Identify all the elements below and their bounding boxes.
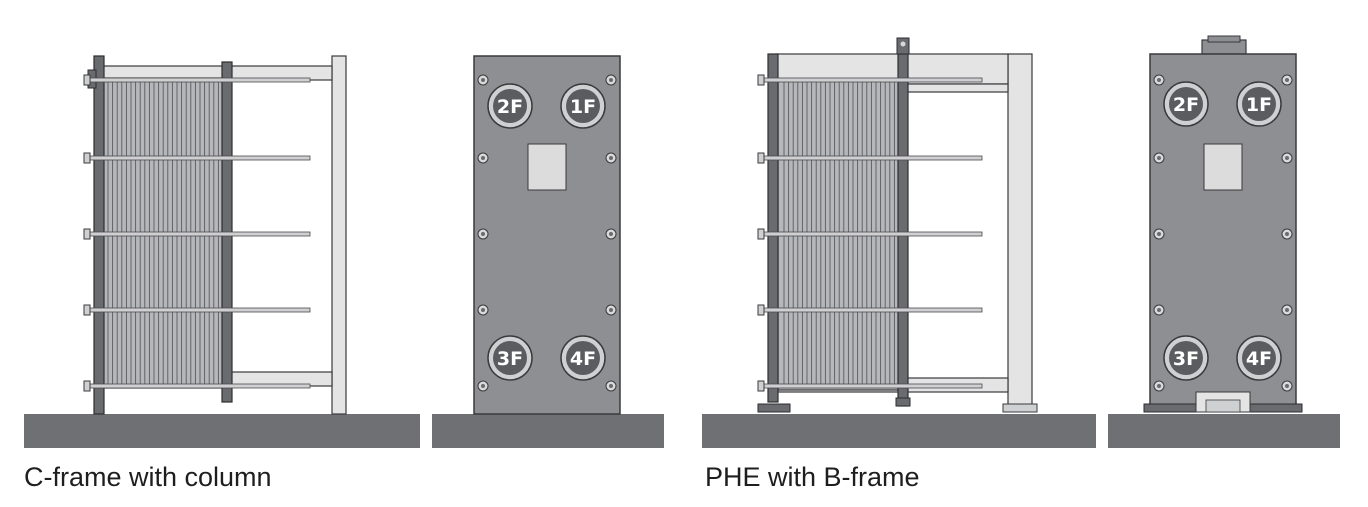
bolt-nut bbox=[757, 380, 765, 392]
ground-slab bbox=[24, 414, 420, 448]
bolt-nut bbox=[83, 228, 91, 240]
edge-bolt-center bbox=[609, 384, 613, 388]
tie-rod bbox=[761, 383, 983, 389]
bolt-nut bbox=[757, 152, 765, 164]
edge-bolt-center bbox=[1285, 308, 1289, 312]
b-frame-front-view: 2F 1F 3F 4F bbox=[1108, 35, 1340, 448]
edge-bolt-center bbox=[481, 384, 485, 388]
tightening-bolts bbox=[83, 74, 311, 392]
port-3f: 3F bbox=[487, 335, 533, 381]
base-foot-right bbox=[1249, 403, 1303, 413]
port-2f: 2F bbox=[1163, 81, 1209, 127]
support-column bbox=[331, 55, 347, 415]
edge-bolt-center bbox=[1285, 384, 1289, 388]
edge-bolts bbox=[1153, 74, 1293, 392]
edge-bolt-center bbox=[1157, 78, 1161, 82]
bolt-nut bbox=[757, 228, 765, 240]
port-label-2f: 2F bbox=[1173, 94, 1199, 116]
tie-rod bbox=[761, 155, 983, 161]
bolt-nut bbox=[83, 152, 91, 164]
port-label-3f: 3F bbox=[497, 348, 523, 370]
edge-bolt-center bbox=[1157, 232, 1161, 236]
edge-bolts bbox=[477, 74, 617, 392]
tightening-bolts bbox=[757, 74, 983, 392]
tie-rod bbox=[761, 231, 983, 237]
edge-bolt-center bbox=[481, 232, 485, 236]
pressure-plate bbox=[897, 53, 909, 407]
ground-slab bbox=[702, 414, 1096, 448]
pressure-plate-foot bbox=[895, 397, 911, 407]
caption-b-frame: PHE with B-frame bbox=[705, 462, 920, 492]
b-frame-side-view bbox=[702, 37, 1096, 448]
caption-c-frame: C-frame with column bbox=[24, 462, 272, 492]
tie-rod bbox=[761, 77, 983, 83]
port-4f: 4F bbox=[560, 335, 606, 381]
tie-rod bbox=[87, 155, 311, 161]
tie-rod bbox=[87, 231, 311, 237]
port-label-1f: 1F bbox=[570, 96, 596, 118]
name-plate bbox=[1203, 143, 1243, 191]
edge-bolt-center bbox=[609, 232, 613, 236]
bolt-nut bbox=[83, 380, 91, 392]
bolt-nut bbox=[757, 304, 765, 316]
c-frame-side-view bbox=[24, 55, 420, 448]
base-support-inner bbox=[1205, 399, 1241, 413]
port-label-4f: 4F bbox=[570, 348, 596, 370]
phe-illustration: 2F 1F 3F 4F bbox=[24, 35, 1340, 448]
support-column bbox=[1007, 53, 1033, 407]
ground-slab bbox=[1108, 414, 1340, 448]
port-1f: 1F bbox=[1236, 81, 1282, 127]
top-bar-stub-inner bbox=[1207, 35, 1241, 43]
edge-bolt-center bbox=[1285, 78, 1289, 82]
tie-rod bbox=[87, 77, 311, 83]
port-label-1f: 1F bbox=[1246, 94, 1272, 116]
edge-bolt-center bbox=[1157, 156, 1161, 160]
ground-slab bbox=[432, 414, 664, 448]
edge-bolt-center bbox=[1285, 156, 1289, 160]
port-4f: 4F bbox=[1236, 335, 1282, 381]
port-1f: 1F bbox=[560, 83, 606, 129]
edge-bolt-center bbox=[481, 156, 485, 160]
edge-bolt-center bbox=[609, 156, 613, 160]
edge-bolt-center bbox=[481, 78, 485, 82]
roller-pin bbox=[900, 41, 906, 47]
edge-bolt-center bbox=[609, 308, 613, 312]
edge-bolt-center bbox=[609, 78, 613, 82]
tie-rod bbox=[761, 307, 983, 313]
bolt-nut bbox=[757, 74, 765, 86]
edge-bolt-center bbox=[481, 308, 485, 312]
tie-rod bbox=[87, 307, 311, 313]
edge-bolt-center bbox=[1285, 232, 1289, 236]
edge-bolt-center bbox=[1157, 384, 1161, 388]
bolt-nut bbox=[83, 304, 91, 316]
column-foot bbox=[1002, 403, 1038, 413]
name-plate bbox=[527, 143, 567, 191]
edge-bolt-center bbox=[1157, 308, 1161, 312]
port-label-3f: 3F bbox=[1173, 348, 1199, 370]
fixed-frame-plate bbox=[767, 53, 779, 403]
frame-foot bbox=[757, 403, 791, 413]
port-label-2f: 2F bbox=[497, 96, 523, 118]
port-label-4f: 4F bbox=[1246, 348, 1272, 370]
base-foot-left bbox=[1143, 403, 1197, 413]
bolt-nut bbox=[83, 74, 91, 86]
tie-rod bbox=[87, 383, 311, 389]
c-frame-front-view: 2F 1F 3F 4F bbox=[432, 55, 664, 448]
port-2f: 2F bbox=[487, 83, 533, 129]
port-3f: 3F bbox=[1163, 335, 1209, 381]
